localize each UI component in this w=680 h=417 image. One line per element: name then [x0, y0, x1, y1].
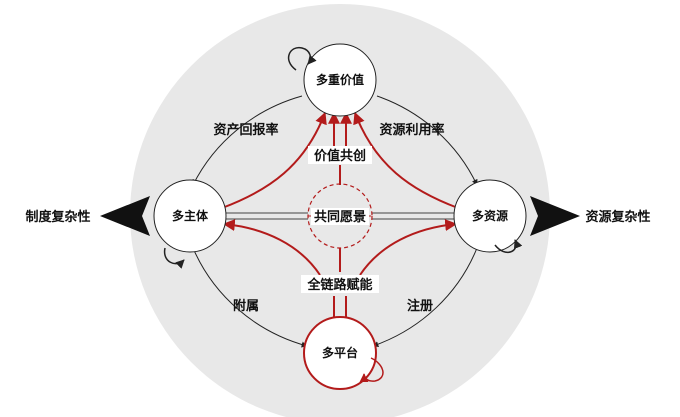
node-right-label: 多资源	[472, 208, 508, 223]
edge-resource-utilization-label: 资源利用率	[379, 122, 444, 138]
full-chain-bg	[301, 275, 379, 293]
value-co-creation-bg	[308, 146, 372, 164]
right-wedge-arrow-icon	[530, 196, 580, 236]
side-left-label: 制度复杂性	[25, 209, 90, 225]
node-bottom-circle	[303, 316, 377, 390]
red-arrow-left-to-top	[221, 111, 327, 209]
edge-register-label: 注册	[407, 298, 433, 314]
node-top-label: 多重价值	[316, 72, 364, 87]
node-bottom-label: 多平台	[322, 345, 358, 360]
self-loop-left-icon	[163, 247, 185, 269]
edge-top-to-left	[192, 95, 303, 186]
value-co-creation-label: 价值共创	[314, 148, 366, 164]
self-loop-right-icon	[494, 239, 523, 254]
edge-attach-label: 附属	[233, 298, 259, 314]
edge-asset-return-label: 资产回报率	[213, 122, 278, 138]
node-top-circle	[303, 43, 377, 117]
node-left-circle	[153, 179, 227, 253]
red-arrow-bottom-to-right	[359, 219, 458, 276]
vision-label-bg	[311, 208, 369, 225]
node-left-label: 多主体	[172, 208, 209, 223]
left-wedge-arrow-icon	[100, 196, 150, 236]
node-right-circle	[453, 179, 527, 253]
full-chain-label: 全链路赋能	[306, 277, 372, 293]
red-arrow-bottom-to-left	[222, 219, 321, 276]
self-loop-top-icon	[287, 46, 317, 71]
edge-right-to-bottom	[372, 247, 478, 348]
red-arrow-right-to-top	[353, 111, 459, 209]
edge-top-to-right	[376, 95, 478, 186]
side-right-label: 资源复杂性	[585, 209, 650, 225]
self-loop-bottom-icon	[359, 357, 384, 383]
edge-left-to-bottom	[192, 247, 308, 348]
vision-label: 共同愿景	[314, 209, 366, 225]
